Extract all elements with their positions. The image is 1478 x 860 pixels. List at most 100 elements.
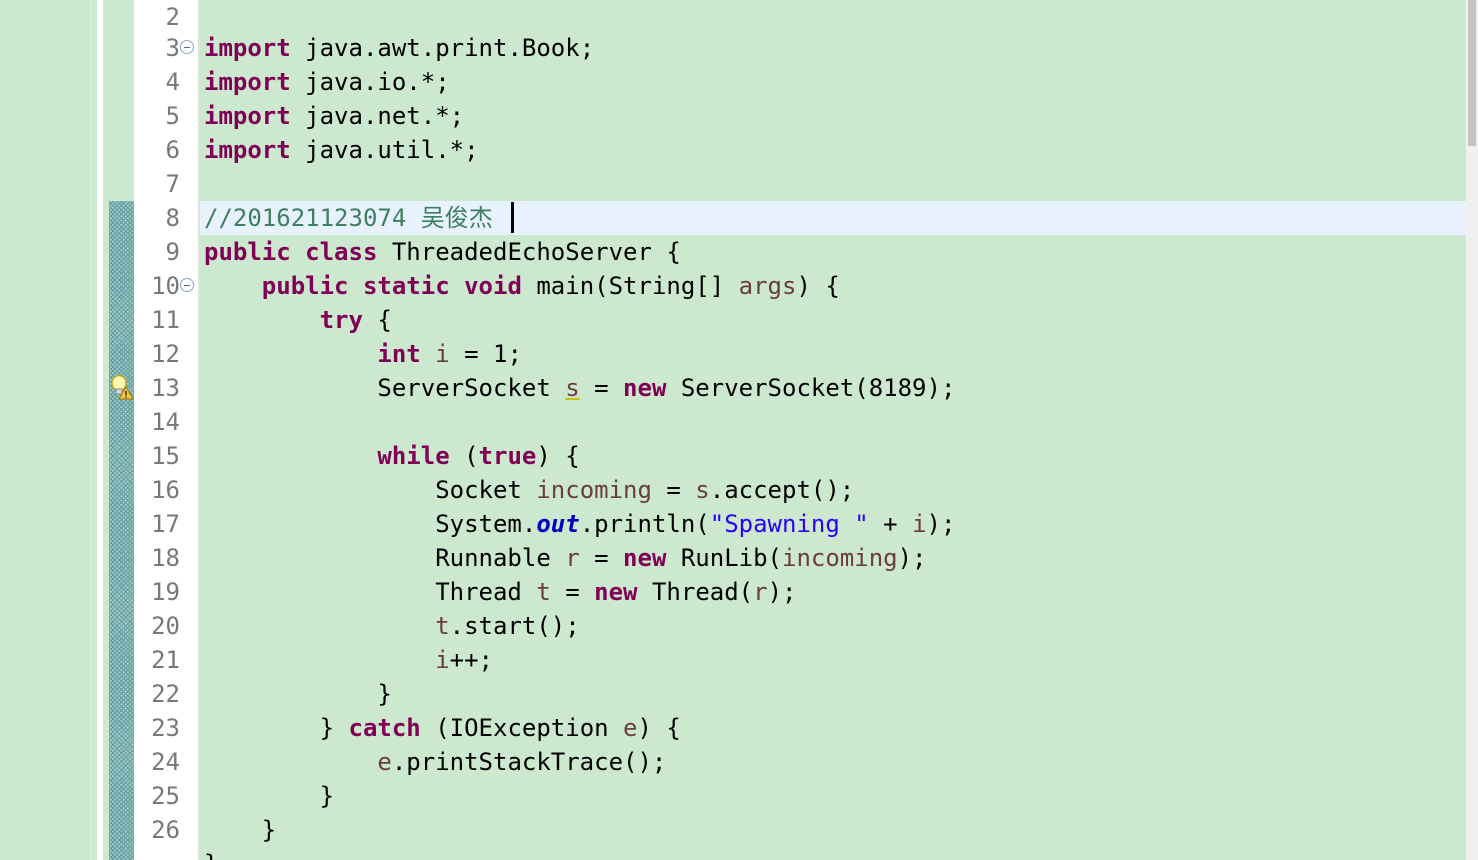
code-line-11[interactable]: try { <box>204 303 392 337</box>
code-line-17[interactable]: System.out.println("Spawning " + i); <box>204 507 955 541</box>
code-line-24[interactable]: e.printStackTrace(); <box>204 745 666 779</box>
code-text: + <box>868 510 913 538</box>
code-line-26[interactable]: } <box>204 813 276 847</box>
code-line-4[interactable]: import java.io.*; <box>204 65 450 99</box>
line-number: 10 <box>151 272 180 300</box>
code-line-25[interactable]: } <box>204 779 334 813</box>
keyword: new <box>623 544 667 572</box>
code-text: } <box>319 782 335 810</box>
code-line-18[interactable]: Runnable r = new RunLib(incoming); <box>204 541 927 575</box>
code-line-27[interactable]: } <box>204 847 218 860</box>
scrollbar-thumb[interactable] <box>1468 0 1476 146</box>
quick-diff-change-bar[interactable] <box>109 201 134 860</box>
code-line-15[interactable]: while (true) { <box>204 439 580 473</box>
line-number: 11 <box>151 306 180 334</box>
keyword: import <box>204 68 291 96</box>
code-text: { <box>362 306 392 334</box>
code-line-19[interactable]: Thread t = new Thread(r); <box>204 575 796 609</box>
keyword: import <box>204 34 291 62</box>
code-line-5[interactable]: import java.net.*; <box>204 99 464 133</box>
variable: r <box>753 578 768 606</box>
keyword: int <box>377 340 421 368</box>
code-text: java.net.*; <box>290 102 465 130</box>
code-line-16[interactable]: Socket incoming = s.accept(); <box>204 473 854 507</box>
keyword: try <box>319 306 363 334</box>
keyword: static <box>362 272 450 300</box>
variable: t <box>536 578 551 606</box>
code-line-10[interactable]: public static void main(String[] args) { <box>204 269 840 303</box>
code-line-20[interactable]: t.start(); <box>204 609 580 643</box>
code-text: System. <box>435 510 537 538</box>
code-text: = <box>579 544 624 572</box>
editor-left-margin <box>97 0 103 860</box>
code-text: } <box>319 714 349 742</box>
line-number: 5 <box>165 102 180 130</box>
variable: t <box>435 612 450 640</box>
code-text: ); <box>897 544 927 572</box>
static-field: out <box>536 510 580 538</box>
variable: e <box>377 748 392 776</box>
code-line-22[interactable]: } <box>204 677 392 711</box>
line-number: 12 <box>151 340 180 368</box>
code-line-9[interactable]: public class ThreadedEchoServer { <box>204 235 681 269</box>
variable: s <box>695 476 710 504</box>
keyword: public <box>261 272 349 300</box>
code-text: java.util.*; <box>290 136 479 164</box>
code-text: = <box>579 374 624 402</box>
fold-collapse-icon[interactable] <box>180 278 194 292</box>
variable: i <box>435 646 450 674</box>
keyword: class <box>305 238 378 266</box>
keyword: new <box>594 578 638 606</box>
line-number: 6 <box>165 136 180 164</box>
code-text: Runnable <box>435 544 566 572</box>
editor-left-border <box>91 0 92 860</box>
keyword: import <box>204 136 291 164</box>
code-line-8[interactable]: //201621123074 吴俊杰 <box>204 201 493 235</box>
line-number: 17 <box>151 510 180 538</box>
code-text: ) { <box>796 272 840 300</box>
vertical-scrollbar[interactable] <box>1466 0 1478 860</box>
text-caret <box>511 202 514 233</box>
code-line-13[interactable]: ServerSocket s = new ServerSocket(8189); <box>204 371 955 405</box>
variable-warning[interactable]: s <box>565 374 580 402</box>
code-text: = 1; <box>449 340 522 368</box>
code-text: } <box>377 680 392 708</box>
keyword: catch <box>348 714 421 742</box>
fold-collapse-icon[interactable] <box>180 40 194 54</box>
code-text: ServerSocket <box>377 374 566 402</box>
code-line-3[interactable]: import java.awt.print.Book; <box>204 31 594 65</box>
warning-lightbulb-icon[interactable] <box>110 374 134 400</box>
keyword: true <box>478 442 537 470</box>
line-number: 23 <box>151 714 180 742</box>
line-number: 26 <box>151 816 180 844</box>
line-number: 15 <box>151 442 180 470</box>
code-text: Socket <box>435 476 537 504</box>
code-line-6[interactable]: import java.util.*; <box>204 133 479 167</box>
code-text: = <box>550 578 595 606</box>
code-text: ( <box>449 442 479 470</box>
variable: i <box>912 510 927 538</box>
line-number: 8 <box>165 204 180 232</box>
code-text: ServerSocket(8189); <box>666 374 956 402</box>
code-text: ) { <box>637 714 681 742</box>
code-text: ); <box>926 510 956 538</box>
variable: i <box>435 340 450 368</box>
variable: incoming <box>536 476 652 504</box>
code-line-12[interactable]: int i = 1; <box>204 337 522 371</box>
code-text: } <box>261 816 277 844</box>
line-number: 4 <box>165 68 180 96</box>
code-line-23[interactable]: } catch (IOException e) { <box>204 711 681 745</box>
variable: e <box>623 714 638 742</box>
code-line-21[interactable]: i++; <box>204 643 493 677</box>
code-text: .println( <box>579 510 710 538</box>
comment: //201621123074 吴俊杰 <box>204 204 493 232</box>
variable: incoming <box>782 544 898 572</box>
line-number: 18 <box>151 544 180 572</box>
code-text: main(String[] <box>521 272 739 300</box>
code-text: ) { <box>536 442 580 470</box>
code-text: Thread <box>435 578 537 606</box>
gutter-divider <box>198 0 200 860</box>
line-number-gutter[interactable] <box>134 0 198 860</box>
keyword: public <box>204 238 291 266</box>
